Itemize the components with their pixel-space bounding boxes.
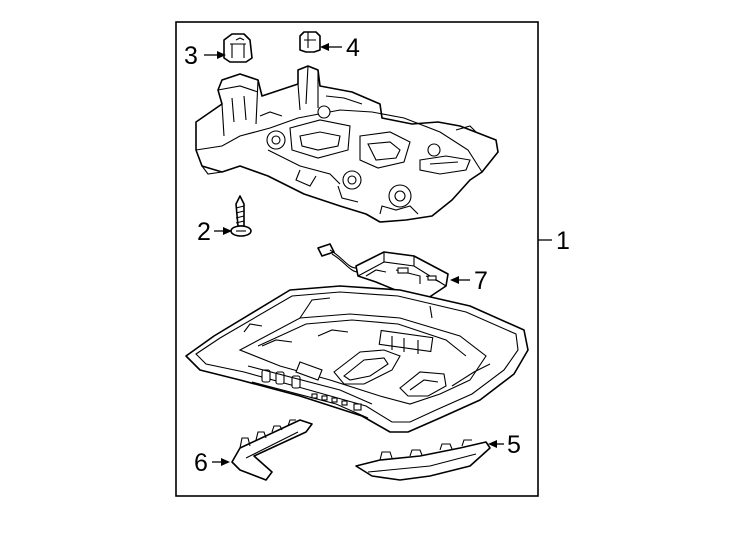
callout-4-arrow [320,43,329,51]
trim-strip-part-6 [231,419,313,481]
callout-2-arrow [223,227,232,235]
callout-7-label: 7 [474,267,488,295]
console-housing [195,65,499,223]
screw-part-2 [230,195,252,237]
clip-part-4 [299,31,321,53]
lamp-module-part-7 [317,243,449,299]
callout-5-arrow [488,440,497,448]
callout-2-label: 2 [197,218,211,246]
callout-5-label: 5 [507,431,521,459]
callout-4-label: 4 [346,34,360,62]
callout-6-arrow [221,458,230,466]
assembly-frame [175,21,539,497]
callout-1-label: 1 [556,227,570,255]
callout-7-arrow [450,276,459,284]
callout-3-arrow [217,51,226,59]
callout-6-label: 6 [194,449,208,477]
callout-3-label: 3 [184,42,198,70]
console-bezel [185,285,529,433]
trim-strip-part-5 [355,439,491,481]
clip-part-3 [223,33,253,63]
